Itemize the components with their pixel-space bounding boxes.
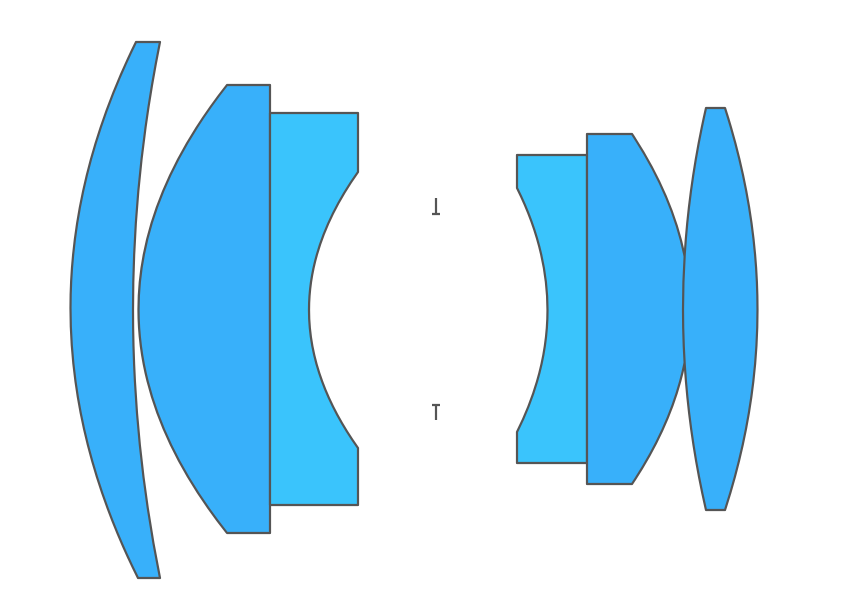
rear-biconvex-lens (681, 106, 759, 512)
rear-plano-convex-lens (585, 132, 692, 486)
front-lens-group (69, 40, 360, 580)
aperture-stop-top-mark (432, 198, 440, 216)
rear-lens-group (515, 106, 759, 512)
front-plano-concave-lens (268, 111, 360, 507)
aperture-stop-bottom-mark (432, 403, 440, 420)
front-plano-convex-lens (137, 83, 272, 535)
rear-plano-concave-lens (515, 153, 589, 465)
front-meniscus-lens (69, 40, 162, 580)
aperture-stop (432, 198, 440, 420)
